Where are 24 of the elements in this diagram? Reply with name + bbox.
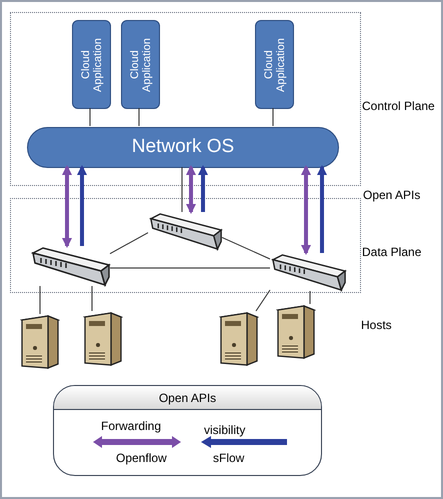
network-os-bar: Network OS (27, 127, 339, 168)
arrow (198, 165, 208, 212)
legend-text: Openflow (116, 450, 167, 467)
connector-line (256, 290, 270, 312)
application-box: Cloud Application (255, 20, 294, 109)
arrow (317, 165, 327, 253)
region-label: Control Plane (362, 98, 435, 115)
section-label: Hosts (361, 317, 392, 334)
application-box: Cloud Application (121, 20, 160, 109)
arrow (186, 165, 196, 214)
legend-text: Forwarding (101, 418, 162, 435)
region-label: Data Plane (362, 244, 422, 261)
arrow (301, 165, 311, 255)
section-label: Open APIs (363, 187, 420, 204)
legend-text: sFlow (213, 450, 244, 467)
legend-panel (53, 385, 322, 476)
connector-line (138, 108, 140, 126)
legend-text: visibility (204, 422, 246, 439)
connector-line (272, 108, 274, 126)
arrow (62, 165, 72, 248)
application-box: Cloud Application (72, 20, 111, 109)
legend-title: Open APIs (158, 390, 216, 406)
arrow (77, 165, 87, 246)
connector-line (110, 232, 148, 254)
